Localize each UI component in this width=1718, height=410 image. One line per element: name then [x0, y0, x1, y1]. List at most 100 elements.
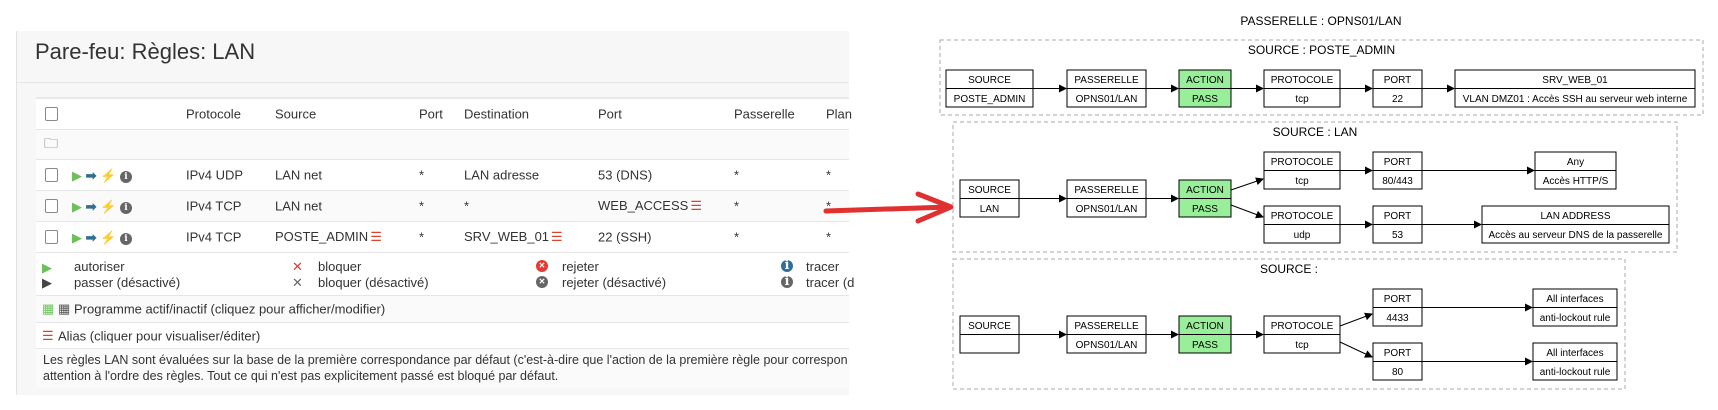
- destination: LAN adresse: [464, 168, 539, 183]
- protocol-box-value: tcp: [1295, 176, 1309, 187]
- destination: SRV_WEB_01☰: [464, 229, 563, 245]
- legend-reject: rejeter: [562, 259, 599, 274]
- col-source[interactable]: Source: [275, 106, 317, 122]
- quick-bolt-icon: ⚡: [100, 229, 117, 245]
- col-destination[interactable]: Destination: [464, 106, 530, 122]
- legend-log-disabled: tracer (d: [806, 275, 855, 290]
- col-schedule[interactable]: Plan: [826, 106, 853, 122]
- gateway-box-value: OPNS01/LAN: [1076, 94, 1138, 105]
- reject-icon: ✕: [536, 260, 548, 272]
- col-source-port[interactable]: Port: [419, 106, 443, 122]
- legend-log: tracer: [806, 259, 840, 274]
- source-port: *: [419, 229, 425, 245]
- gateway: *: [734, 198, 740, 214]
- table-row[interactable]: ▶ ➡ ⚡ i IPv4 TCP LAN net * * WEB_ACCESS☰…: [36, 191, 849, 222]
- gateway-box-header: PASSERELLE: [1074, 321, 1139, 332]
- protocol-box-value: tcp: [1295, 94, 1309, 105]
- firewall-rules-panel: Pare-feu: Règles: LAN Protocole Source P…: [16, 31, 854, 395]
- log-icon[interactable]: i: [119, 171, 132, 183]
- row-checkbox[interactable]: [45, 168, 58, 182]
- diagram-title: PASSERELLE : OPNS01/LAN: [1240, 14, 1401, 28]
- legend-block: bloquer: [318, 259, 362, 274]
- row-checkbox[interactable]: [45, 199, 58, 213]
- protocol-box-value: tcp: [1295, 340, 1309, 351]
- port-box-header: PORT: [1384, 348, 1412, 359]
- gateway-box-header: PASSERELLE: [1074, 185, 1139, 196]
- red-arrow-head: [915, 191, 954, 224]
- protocol: IPv4 TCP: [186, 198, 242, 214]
- reject-disabled-icon: ✕: [536, 276, 548, 288]
- edge-arrow: [1339, 312, 1373, 327]
- destination-value: SRV_WEB_01: [464, 229, 550, 244]
- dest-port: WEB_ACCESS☰: [598, 198, 702, 214]
- pass-icon[interactable]: ▶: [72, 167, 82, 183]
- quick-bolt-icon: ⚡: [100, 198, 117, 214]
- log-icon[interactable]: i: [119, 233, 132, 245]
- cluster-label: SOURCE : POSTE_ADMIN: [1248, 43, 1395, 57]
- rule-status-icons: ▶ ➡ ⚡ i: [72, 198, 132, 214]
- port-box-header: PORT: [1384, 75, 1412, 86]
- col-protocol[interactable]: Protocole: [186, 106, 241, 122]
- gateway-box-value: OPNS01/LAN: [1076, 340, 1138, 351]
- row-checkbox[interactable]: [45, 230, 58, 244]
- edge-arrow: [1230, 204, 1264, 219]
- log-disabled-icon: i: [781, 275, 793, 288]
- pass-icon[interactable]: ▶: [72, 198, 82, 214]
- protocol-box-header: PROTOCOLE: [1271, 321, 1334, 332]
- source: LAN net: [275, 199, 322, 214]
- legend-pass-disabled: passer (désactivé): [74, 275, 181, 290]
- pass-icon: ▶: [42, 260, 52, 275]
- quick-bolt-icon: ⚡: [100, 167, 117, 183]
- source-box-header: SOURCE: [968, 321, 1011, 332]
- action-box-value: PASS: [1192, 94, 1218, 105]
- source-box-value: LAN: [980, 204, 999, 215]
- col-gateway[interactable]: Passerelle: [734, 106, 795, 122]
- pass-icon[interactable]: ▶: [72, 229, 82, 245]
- select-all-checkbox[interactable]: [45, 107, 58, 121]
- alias-list-icon[interactable]: ☰: [370, 229, 382, 244]
- destination-value: LAN adresse: [464, 167, 540, 183]
- dest-port-value: WEB_ACCESS: [598, 198, 689, 213]
- destination-value: *: [464, 198, 470, 214]
- gateway: *: [734, 167, 740, 183]
- alias-list-icon[interactable]: ☰: [690, 198, 702, 213]
- table-header: Protocole Source Port Destination Port P…: [36, 99, 853, 130]
- source-value: LAN net: [275, 167, 322, 183]
- port-box-value: 22: [1392, 94, 1404, 105]
- col-dest-port[interactable]: Port: [598, 106, 622, 122]
- destination-box-value: VLAN DMZ01 : Accès SSH au serveur web in…: [1463, 94, 1688, 105]
- action-box-value: PASS: [1192, 340, 1218, 351]
- table-row[interactable]: ▶ ➡ ⚡ i IPv4 UDP LAN net * LAN adresse 5…: [36, 160, 849, 191]
- action-box-value: PASS: [1192, 204, 1218, 215]
- table-row[interactable]: ▶ ➡ ⚡ i IPv4 TCP POSTE_ADMIN☰ * SRV_WEB_…: [36, 222, 849, 253]
- direction-arrow-icon: ➡: [85, 167, 97, 183]
- alias-list-icon[interactable]: ☰: [551, 229, 563, 244]
- protocol: IPv4 TCP: [186, 229, 242, 245]
- protocol-box-value: udp: [1294, 230, 1311, 241]
- direction-arrow-icon: ➡: [85, 198, 97, 214]
- alias-list-icon: ☰: [42, 327, 54, 343]
- source-port: *: [419, 167, 425, 183]
- edge-arrow: [1230, 177, 1264, 191]
- folder-icon[interactable]: 🗀: [44, 134, 58, 151]
- alias-legend-row: ☰ Alias (cliquer pour visualiser/éditer): [36, 323, 849, 349]
- source-box-header: SOURCE: [968, 75, 1011, 86]
- protocol: IPv4 UDP: [186, 167, 244, 183]
- destination-box-header: LAN ADDRESS: [1540, 211, 1610, 222]
- port-box-header: PORT: [1384, 211, 1412, 222]
- source-port: *: [419, 198, 425, 214]
- source-box-header: SOURCE: [968, 185, 1011, 196]
- calendar-inactive-icon: ▦: [58, 301, 71, 316]
- cluster-label: SOURCE :: [1260, 262, 1318, 276]
- info-line-1: Les règles LAN sont évaluées sur la base…: [43, 353, 848, 367]
- schedule: *: [826, 229, 832, 245]
- schedule: *: [826, 167, 832, 183]
- log-icon[interactable]: i: [119, 202, 132, 214]
- port-box-value: 4433: [1386, 313, 1409, 324]
- source-value: POSTE_ADMIN: [275, 229, 369, 244]
- gateway-box-header: PASSERELLE: [1074, 75, 1139, 86]
- legend-block-disabled: bloquer (désactivé): [318, 275, 429, 290]
- dest-port-value: 53 (DNS): [598, 167, 653, 183]
- destination-box-header: All interfaces: [1546, 294, 1603, 305]
